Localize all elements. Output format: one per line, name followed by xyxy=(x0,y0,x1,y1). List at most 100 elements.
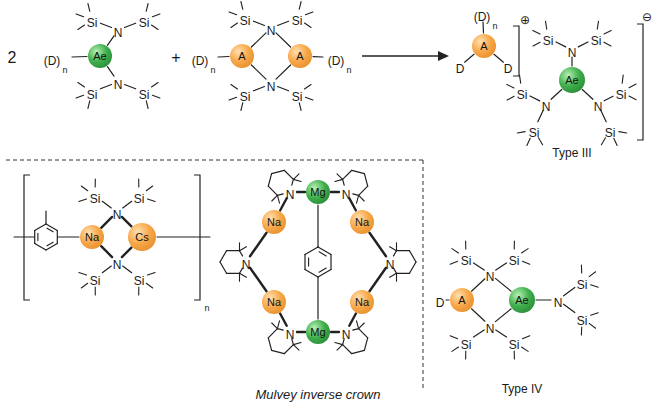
ring-double-bond xyxy=(37,233,38,240)
atom-label: Si xyxy=(461,255,472,267)
methyl-line xyxy=(148,199,156,202)
divider-line xyxy=(423,160,424,388)
reaction-arrow xyxy=(362,55,440,56)
methyl-line xyxy=(229,12,237,15)
ring-bond xyxy=(35,224,46,231)
atom-label-holder: Si xyxy=(616,86,627,102)
atom-label-holder: Si xyxy=(461,336,472,352)
bond-line xyxy=(496,263,507,270)
methyl-line xyxy=(527,138,530,145)
atom-label: N xyxy=(114,27,123,39)
methyl-line xyxy=(604,42,611,46)
bond-line xyxy=(251,65,266,79)
subscript-n: n xyxy=(62,66,67,75)
donor-ligand: D xyxy=(456,63,465,75)
methyl-line xyxy=(591,313,599,316)
bold-bond xyxy=(370,268,387,292)
element-symbol: Na xyxy=(355,217,369,228)
bond-line xyxy=(446,299,449,300)
methyl-line xyxy=(146,4,148,12)
atom-circle: A xyxy=(230,44,254,68)
donor-ligand: D xyxy=(436,297,445,309)
atom-label-holder: Si xyxy=(240,12,251,28)
atom-label-holder: Si xyxy=(509,336,520,352)
element-symbol: Mg xyxy=(310,187,325,198)
atom-label-holder: Si xyxy=(461,252,472,268)
bond-line xyxy=(472,309,485,321)
methyl-line xyxy=(152,83,159,88)
methyl-line xyxy=(452,249,459,253)
methyl-line xyxy=(514,241,515,249)
stoichiometric-coefficient-holder: 2 xyxy=(8,50,17,66)
methyl-line xyxy=(452,347,459,351)
bond-line xyxy=(102,266,111,273)
bond-line xyxy=(604,96,613,101)
bond-line xyxy=(268,329,277,338)
methyl-line xyxy=(507,84,514,88)
atom-label-holder: Si xyxy=(605,124,616,140)
methyl-line xyxy=(604,30,611,34)
atom-label: N xyxy=(542,101,551,113)
atom-label-holder: N xyxy=(267,22,276,38)
methyl-line xyxy=(231,23,238,28)
bond-line xyxy=(284,345,293,354)
atom-label: Si xyxy=(87,17,98,29)
atom-label-holder: Si xyxy=(90,272,101,288)
methyl-line xyxy=(589,272,595,277)
methyl-line xyxy=(581,265,582,273)
atom-label: Si xyxy=(292,15,303,27)
donor-ligand: (D) xyxy=(474,11,491,23)
methyl-line xyxy=(591,285,599,288)
methyl-line xyxy=(293,179,301,181)
donor-ligand-holder: D xyxy=(436,294,445,310)
atom-label-holder: N xyxy=(342,326,351,342)
methyl-line xyxy=(507,96,514,100)
divider-line xyxy=(6,160,423,161)
bold-bond xyxy=(122,217,131,227)
bold-bond xyxy=(101,217,112,228)
bond-line xyxy=(123,201,132,208)
subscript-n: n xyxy=(492,22,497,31)
atom-label-holder: Si xyxy=(517,86,528,102)
atom-label-holder: Si xyxy=(87,86,98,102)
bond-line xyxy=(251,33,266,47)
methyl-line xyxy=(293,343,301,345)
atom-label: Si xyxy=(90,193,101,205)
donor-ligand: (D) xyxy=(328,55,345,67)
atom-label: N xyxy=(386,259,395,271)
bold-bond xyxy=(250,268,267,292)
bond-line xyxy=(277,329,283,331)
bold-bond xyxy=(280,314,287,326)
atom-label-holder: N xyxy=(242,256,251,272)
atom-label: Si xyxy=(543,35,554,47)
bond-line xyxy=(58,236,79,237)
bond-line xyxy=(474,263,485,270)
methyl-line xyxy=(241,103,243,111)
bond-line xyxy=(218,56,229,58)
methyl-line xyxy=(78,25,85,30)
stoichiometric-coefficient: 2 xyxy=(8,50,17,66)
atom-label-holder: Si xyxy=(87,14,98,30)
atom-label-holder: Si xyxy=(139,86,150,102)
atom-circle: Ae xyxy=(559,67,585,93)
methyl-line xyxy=(299,2,301,10)
bond-line xyxy=(284,170,293,179)
bond-line xyxy=(352,350,365,353)
atom-label: N xyxy=(286,189,295,201)
bond-line xyxy=(45,211,46,224)
ring-double-bond xyxy=(319,252,326,256)
atom-label: Si xyxy=(509,339,520,351)
methyl-line xyxy=(522,249,529,253)
bond-line xyxy=(278,87,289,91)
atom-label: N xyxy=(113,209,122,221)
bond-line xyxy=(472,279,485,291)
bold-bond xyxy=(101,246,112,257)
methyl-line xyxy=(629,96,636,100)
atom-label: Si xyxy=(517,89,528,101)
plus-sign: + xyxy=(171,50,180,66)
atom-label: N xyxy=(486,271,495,283)
bond-line xyxy=(410,251,417,262)
ring-bond xyxy=(46,224,57,231)
atom-label-holder: Si xyxy=(543,32,554,48)
ring-double-bond xyxy=(47,242,53,246)
